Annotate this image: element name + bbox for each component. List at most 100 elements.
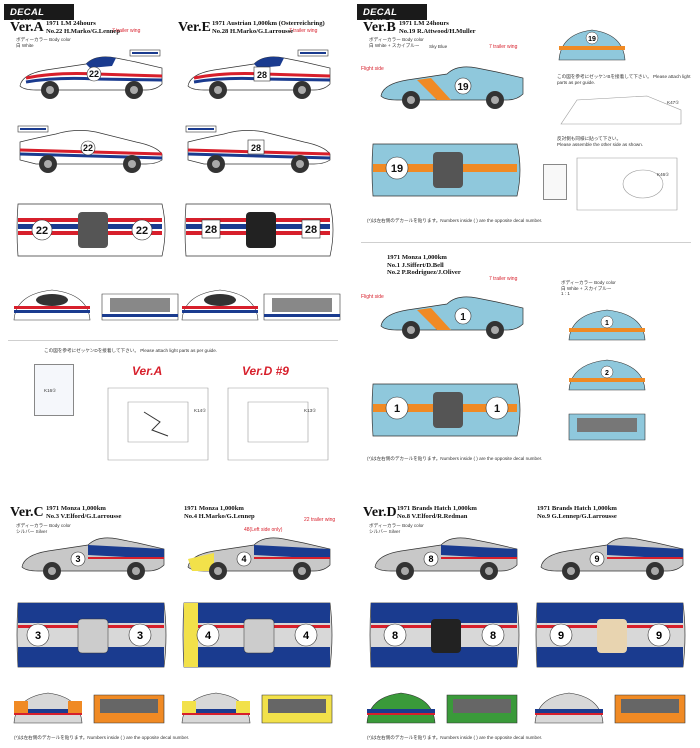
verB-wing-note: 7 trailer wing <box>489 44 518 50</box>
verD-car1-side: 8 <box>374 537 518 580</box>
guide-note-en: Please attach light parts as per guide. <box>140 348 218 353</box>
verA-front-rear-views <box>13 289 341 321</box>
guide-part-a: K16① <box>44 388 57 393</box>
monza-caption: 1971 Monza 1,000km No.1 J.Siffert/D.Bell… <box>387 254 547 277</box>
verC-label: Ver.C <box>10 505 44 520</box>
verC-car1-side: 3 <box>21 537 165 580</box>
verD-label: Ver.D <box>363 505 397 520</box>
verE-caption: 1971 Austrian 1,000km (Osterreichring) N… <box>212 20 342 35</box>
verB-top-view: 19 <box>371 143 521 197</box>
verA-line1: 1971 LM 24hours <box>46 20 96 27</box>
verD-number9-top: 9 <box>558 630 564 642</box>
page-verC: Ver.C 1971 Monza 1,000km No.3 V.Elford/G… <box>4 491 343 745</box>
guide-detail-box <box>34 364 74 416</box>
verE-side-view-left: 28 <box>185 125 331 173</box>
verA-side-view-left: 22 <box>17 125 163 173</box>
verE-line2: No.28 H.Marko/G.Larrousse <box>212 27 294 35</box>
verB-note-jp: この図を参考にゼッケンBを接着して下さい。 <box>557 74 652 79</box>
verB-note2: 反対側も同様に貼って下さい。 Please assemble the other… <box>557 136 692 147</box>
verD-number8-top: 8 <box>392 630 398 642</box>
verB-note-en: Please attach light parts as per guide. <box>557 74 691 85</box>
verB-label: Ver.B <box>363 20 396 35</box>
verA-number-left: 22 <box>83 143 93 153</box>
verA-side-view: 22 <box>19 49 163 99</box>
verB-part-a: K47① <box>667 100 680 105</box>
verD-number8-top-rear: 8 <box>490 630 496 642</box>
verB-note: この図を参考にゼッケンBを接着して下さい。 Please attach ligh… <box>557 74 692 85</box>
monza-line2: No.1 J.Siffert/D.Bell <box>387 261 444 269</box>
verB-note2-jp: 反対側も同様に貼って下さい。 <box>557 136 622 141</box>
verC-yellow-note: 48(Left side only) <box>244 527 283 533</box>
divider <box>8 340 338 341</box>
verD-number9-top-rear: 9 <box>656 630 662 642</box>
verA-wing-note: 7 trailer wing <box>112 28 141 34</box>
monza-top-view: 1 1 <box>371 383 521 437</box>
monza-line1: 1971 Monza 1,000km <box>387 254 447 261</box>
verC-number3-top: 3 <box>35 630 41 642</box>
verB-body-color: ボディーカラー Body color 白 White + スカイブルー <box>369 37 424 48</box>
verE-label: Ver.E <box>178 20 211 35</box>
verD-car2-line1: 1971 Brands Hatch 1,000km <box>537 505 617 512</box>
verA-top-view: 22 22 <box>16 203 166 257</box>
guide-note: この図を参考にゼッケンDを接着して下さい。 Please attach ligh… <box>44 348 304 354</box>
monza-body-color-code: 白 White + スカイブルー <box>561 285 612 291</box>
verC-car2-side: 4 <box>187 537 331 580</box>
verB-number-top: 19 <box>391 163 403 175</box>
verD-car2-top: 9 9 <box>535 602 686 668</box>
verE-number-top-rear: 28 <box>305 224 317 236</box>
monza-number-front1: 1 <box>605 320 609 327</box>
verD-front-rear-views <box>366 692 686 724</box>
verC-front-rear-views <box>13 692 333 724</box>
page-verD: Ver.D 1971 Brands Hatch 1,000km No.8 V.E… <box>357 491 696 745</box>
monza-number-front2: 2 <box>605 370 609 377</box>
guide-body-outline-d <box>227 387 329 461</box>
guide-note-jp: この図を参考にゼッケンDを接着して下さい。 <box>44 348 139 353</box>
verD-body-color-code: シルバー Silver <box>369 528 401 534</box>
verE-number-left: 28 <box>251 143 261 153</box>
verB-side-view: 19 <box>380 66 524 109</box>
guide-part-c: K13① <box>304 408 317 413</box>
body-color-code: 白 White <box>16 42 34 48</box>
body-color-label: ボディーカラー Body color <box>16 37 71 42</box>
verB-footnote: (*)は左右側のデカールを貼ります。Numbers inside ( ) are… <box>367 218 543 223</box>
verB-number-rear: 19 <box>588 36 596 43</box>
verD-number9-side: 9 <box>594 554 599 564</box>
verD-car1-line1: 1971 Brands Hatch 1,000km <box>397 505 477 512</box>
verA-number-top: 22 <box>36 225 48 237</box>
verC-car2-line2: No.4 H.Marko/G.Lennep <box>184 512 255 520</box>
guide-body-outline-a <box>107 387 209 461</box>
verE-side-view: 28 <box>187 49 331 99</box>
verB-note2-en: Please assemble the other side as shown. <box>557 141 644 147</box>
verD-car2-line2: No.9 G.Lennep/G.Larrousse <box>537 512 617 520</box>
verB-flight-side: Flight side <box>361 66 384 72</box>
decal-guide-header-right: DECAL GUIDE <box>357 4 427 29</box>
verC-car2-caption: 1971 Monza 1,000km No.4 H.Marko/G.Lennep <box>184 505 314 520</box>
verC-car1-line2: No.3 V.Elford/G.Larrousse <box>46 512 122 520</box>
verA-body-color: ボディーカラー Body color 白 White <box>16 37 71 48</box>
verC-number3-side: 3 <box>75 554 80 564</box>
verB-sky-blue-label: Sky Blue <box>429 44 448 49</box>
verC-car1-top: 3 3 <box>16 602 167 668</box>
verE-top-view: 28 28 <box>184 203 334 257</box>
verC-number3-top-rear: 3 <box>137 630 143 642</box>
monza-flight-side: Flight side <box>361 294 384 300</box>
verD-number8-side: 8 <box>428 554 433 564</box>
verA-label: Ver.A <box>10 20 44 35</box>
verC-body-color-label: ボディーカラー Body color <box>16 523 71 528</box>
verC-number4-top-rear: 4 <box>303 630 310 642</box>
verE-number-top: 28 <box>205 224 217 236</box>
page-verA-verE: DECAL GUIDE Ver.A 1971 LM 24hours No.22 … <box>4 4 343 469</box>
guide-part-b: K14① <box>194 408 207 413</box>
monza-body-color-label: ボディーカラー Body color <box>561 280 616 285</box>
verB-line1: 1971 LM 24hours <box>399 20 449 27</box>
verB-body-color-code: 白 White + スカイブルー <box>369 42 420 48</box>
monza-front-views: 1 2 <box>568 309 646 441</box>
monza-side-view: 1 <box>380 296 524 339</box>
verB-caption: 1971 LM 24hours No.19 R.Attwood/H.Muller <box>399 20 559 35</box>
verA-caption: 1971 LM 24hours No.22 H.Marko/G.Lennep <box>46 20 166 35</box>
verA-number-side: 22 <box>89 69 99 79</box>
verA-number-top-rear: 22 <box>136 225 148 237</box>
monza-number-top: 1 <box>394 403 400 415</box>
monza-number-side: 1 <box>460 312 466 323</box>
monza-line3: No.2 P.Rodriguez/J.Oliver <box>387 269 461 277</box>
